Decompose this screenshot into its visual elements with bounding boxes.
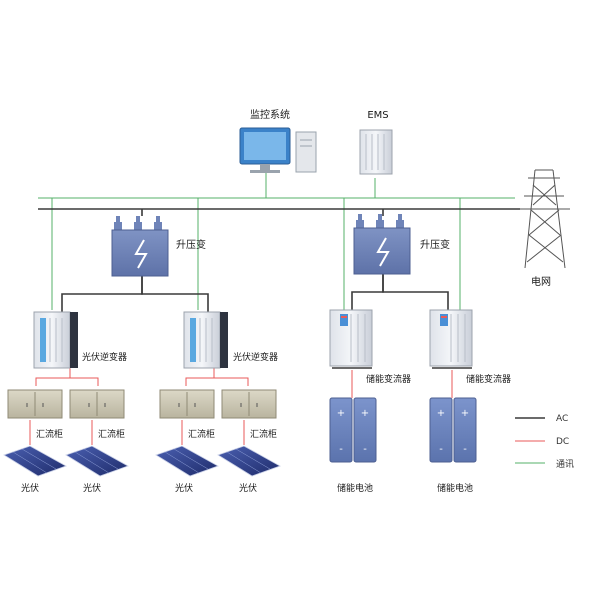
ems-label: EMS	[367, 110, 388, 121]
combiner-box-3-label: 汇流柜	[188, 428, 215, 440]
pv-panel-3-label: 光伏	[175, 482, 193, 494]
transformer-right-icon	[353, 214, 411, 275]
svg-text:+: +	[361, 408, 369, 419]
pv-inverter-right-icon	[183, 311, 228, 369]
combiner-box-2-icon	[69, 389, 125, 419]
dc-lines	[29, 368, 453, 445]
battery-right-icon: + + - -	[429, 397, 477, 463]
combiner-box-1-label: 汇流柜	[36, 428, 63, 440]
pv-panel-1-icon	[3, 445, 67, 477]
transformer-left-label: 升压变	[176, 238, 206, 251]
transformer-right-label: 升压变	[420, 238, 450, 251]
combiner-box-4-label: 汇流柜	[250, 428, 277, 440]
pv-panel-2-label: 光伏	[83, 482, 101, 494]
svg-text:-: -	[463, 444, 467, 455]
svg-text:-: -	[363, 444, 367, 455]
ac-bus	[38, 208, 520, 369]
svg-text:+: +	[461, 408, 469, 419]
monitoring-computer-icon	[239, 127, 317, 173]
grid-label: 电网	[531, 275, 551, 288]
combiner-box-1-icon	[7, 389, 63, 419]
transformer-left-icon	[111, 216, 169, 277]
comm-lines	[38, 172, 515, 310]
legend-ac-label: AC	[556, 414, 568, 424]
pv-panel-4-icon	[217, 445, 281, 477]
svg-text:-: -	[439, 444, 443, 455]
legend-dc-label: DC	[556, 437, 569, 447]
svg-text:+: +	[337, 408, 345, 419]
pv-inverter-right-label: 光伏逆变器	[233, 351, 278, 363]
pv-panel-2-icon	[65, 445, 129, 477]
pv-panel-4-label: 光伏	[239, 482, 257, 494]
legend: AC DC 通讯	[515, 414, 574, 470]
battery-left-label: 储能电池	[337, 482, 373, 494]
combiner-box-3-icon	[159, 389, 215, 419]
ems-server-icon	[359, 129, 393, 175]
combiner-box-4-icon	[221, 389, 277, 419]
pv-panel-1-label: 光伏	[21, 482, 39, 494]
svg-text:+: +	[437, 408, 445, 419]
storage-converter-left-label: 储能变流器	[366, 373, 411, 385]
storage-converter-right-label: 储能变流器	[466, 373, 511, 385]
combiner-box-2-label: 汇流柜	[98, 428, 125, 440]
grid-tower-icon	[520, 169, 570, 269]
monitoring-label: 监控系统	[250, 108, 290, 121]
battery-left-icon: + + - -	[329, 397, 377, 463]
battery-right-label: 储能电池	[437, 482, 473, 494]
pv-panel-3-icon	[155, 445, 219, 477]
pv-inverter-left-icon	[33, 311, 78, 369]
storage-converter-left-icon	[329, 309, 373, 367]
storage-converter-right-icon	[429, 309, 473, 367]
pv-inverter-left-label: 光伏逆变器	[82, 351, 127, 363]
svg-text:-: -	[339, 444, 343, 455]
legend-comm-label: 通讯	[556, 459, 574, 470]
